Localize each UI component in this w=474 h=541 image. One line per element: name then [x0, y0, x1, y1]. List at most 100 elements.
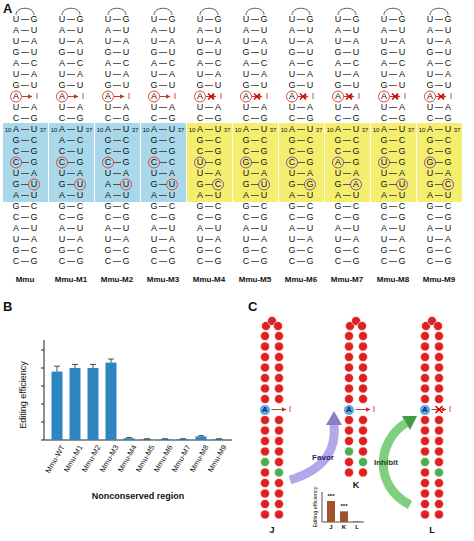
nucleotide-dot	[275, 479, 284, 488]
nonconserved-region-shade	[371, 123, 416, 202]
base-pair-dash	[389, 129, 397, 130]
block-cross	[346, 94, 352, 100]
bar	[142, 439, 153, 441]
nucleotide-dot	[345, 395, 354, 404]
base-pair-dash	[389, 261, 397, 262]
nucleotide-dot	[345, 363, 354, 372]
base-pair-dash	[343, 228, 351, 229]
bar	[52, 372, 63, 440]
axis-title: Editing efficiency	[19, 361, 29, 428]
nucleotide-dot	[435, 416, 444, 425]
nucleotide-dot	[421, 332, 430, 341]
nucleotide-dot	[435, 363, 444, 372]
rna-strand: GUAUCAU	[397, 14, 407, 91]
construct-name: Mmu	[16, 276, 35, 285]
base-pair-dash	[205, 129, 213, 130]
block-cross	[300, 94, 306, 100]
base-pair-dash	[297, 250, 305, 251]
base-pair-dash	[435, 184, 443, 185]
base-pair-dash	[251, 173, 259, 174]
base-pair-dash	[435, 173, 443, 174]
nucleotide-dot	[359, 426, 368, 435]
base-pair-dash	[435, 151, 443, 152]
base-pair-dash	[435, 63, 443, 64]
base-pair-dash	[159, 19, 167, 20]
adenosine-site: A	[259, 404, 271, 416]
base-pair-dash	[21, 63, 29, 64]
base-pair-dash	[297, 19, 305, 20]
base-pair-dash	[297, 217, 305, 218]
rna-strand: AGUCGGAUUCGUACG	[29, 102, 39, 267]
loop-arc	[108, 8, 126, 15]
base-pair-dash	[113, 129, 121, 130]
base-pair-dash	[251, 41, 259, 42]
nucleotide-dot	[275, 510, 284, 519]
base-pair-dash	[113, 118, 121, 119]
nucleotide-dot	[275, 447, 284, 456]
base-pair-dash	[435, 250, 443, 251]
nucleotide-dot	[421, 468, 430, 477]
nucleotide-dot	[275, 500, 284, 509]
nucleotide-dot	[421, 510, 430, 519]
base-pair-dash	[251, 250, 259, 251]
base-pair-dash	[297, 239, 305, 240]
base-pair-dash	[21, 239, 29, 240]
base-pair-dash	[297, 151, 305, 152]
inosine-label: I	[266, 92, 269, 102]
base-pair-dash	[343, 195, 351, 196]
error-bar	[180, 438, 186, 439]
nucleotide-dot	[435, 468, 444, 477]
rna-strand: AGUCGGAAUCGUACG	[351, 102, 361, 267]
error-bar	[144, 438, 150, 439]
panel-letter: B	[3, 300, 12, 314]
nucleotide-dot	[275, 395, 284, 404]
base-pair-dash	[67, 41, 75, 42]
base-pair-dash	[21, 261, 29, 262]
base-pair-dash	[251, 52, 259, 53]
site-letter: A	[346, 406, 352, 414]
rna-strand: AGUCGGAUUCGUACG	[121, 102, 131, 267]
position-number: 10	[281, 126, 288, 133]
nucleotide-dot	[421, 384, 430, 393]
inosine-label: I	[289, 405, 292, 415]
nucleotide-dot	[345, 353, 354, 362]
base-pair-dash	[435, 118, 443, 119]
base-pair-dash	[343, 151, 351, 152]
base-pair-dash	[67, 30, 75, 31]
loop-arc	[430, 8, 448, 15]
position-number: 10	[189, 126, 196, 133]
rna-strand: GUAUCAU	[213, 14, 223, 91]
nucleotide-dot	[435, 384, 444, 393]
construct-name: Mmu-M8	[377, 276, 409, 285]
nucleotide-dot	[345, 332, 354, 341]
base-pair-dash	[159, 140, 167, 141]
base-pair-dash	[159, 217, 167, 218]
base-pair-dash	[113, 19, 121, 20]
base-pair-dash	[297, 30, 305, 31]
base-pair-dash	[251, 195, 259, 196]
loop-arc	[338, 8, 356, 15]
rna-strand: AGUCGGAUUCGUACG	[397, 102, 407, 267]
axis-title: Nonconserved region	[92, 492, 185, 502]
base-pair-dash	[205, 118, 213, 119]
position-number: 37	[316, 126, 323, 133]
nucleotide-dot	[421, 395, 430, 404]
base-pair-dash	[297, 107, 305, 108]
base-pair-dash	[21, 173, 29, 174]
nucleotide-dot	[359, 332, 368, 341]
nucleotide-dot	[359, 458, 368, 467]
base-pair-dash	[251, 63, 259, 64]
rna-strand: UAUGAUGAUCAACCUGAGCAUGC	[57, 14, 67, 267]
nucleotide-dot	[275, 468, 284, 477]
nucleotide-dot	[345, 416, 354, 425]
rna-strand: AGUCGGACUCGUACG	[213, 102, 223, 267]
base-pair-dash	[343, 173, 351, 174]
nonconserved-region-shade	[49, 123, 94, 202]
base-pair-dash	[389, 162, 397, 163]
error-bar	[198, 435, 204, 437]
base-pair-dash	[205, 228, 213, 229]
rna-strand: UAUGAUGAUCAGCGUGAGCAUGC	[425, 14, 435, 267]
base-pair-dash	[159, 173, 167, 174]
nucleotide-dot	[435, 353, 444, 362]
base-pair-dash	[21, 118, 29, 119]
